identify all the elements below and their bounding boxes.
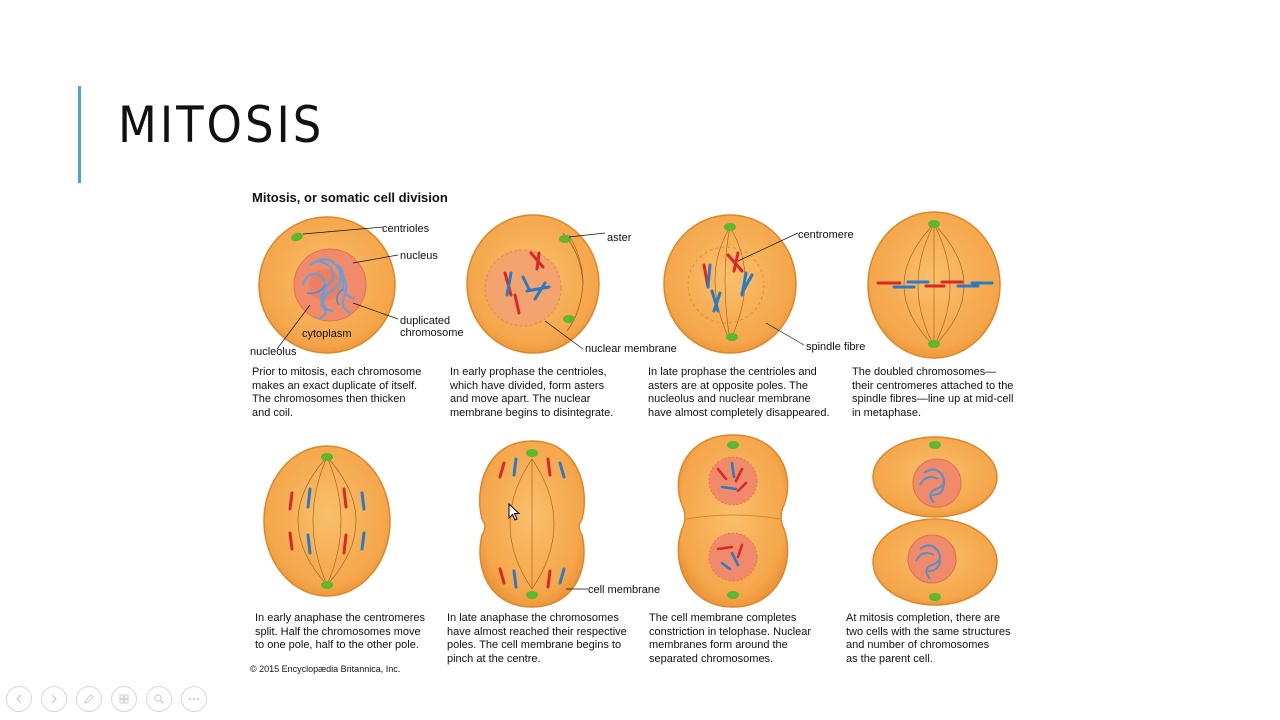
figure-heading: Mitosis, or somatic cell division: [252, 190, 448, 205]
stage-2-cell-diagram: [466, 214, 606, 354]
previous-slide-icon[interactable]: [6, 686, 32, 712]
centriole-icon: [724, 223, 736, 231]
slide-title: MITOSIS: [118, 96, 325, 154]
nucleus-shape: [708, 456, 758, 506]
slides-grid-icon[interactable]: [111, 686, 137, 712]
centriole-icon: [929, 441, 941, 449]
label-cell-membrane: cell membrane: [588, 584, 661, 596]
title-accent-bar: [78, 86, 81, 183]
label-centrioles: centrioles: [382, 223, 430, 235]
label-cytoplasm: cytoplasm: [302, 328, 352, 340]
centriole-icon: [321, 581, 333, 589]
stage-8-cell-diagram: [872, 436, 998, 606]
centriole-icon: [727, 441, 739, 449]
label-nuclear-membrane: nuclear membrane: [585, 343, 677, 355]
label-aster: aster: [607, 232, 632, 244]
centriole-icon: [928, 340, 940, 348]
label-chromosome: chromosome: [400, 327, 464, 339]
nucleus-shape: [907, 534, 957, 584]
nucleus-shape: [484, 249, 562, 327]
caption-stage-2: In early prophase the centrioles,which h…: [450, 366, 614, 419]
caption-stage-4: The doubled chromosomes—their centromere…: [852, 366, 1014, 419]
label-centromere: centromere: [798, 229, 854, 241]
stage-7-cell-diagram: [677, 434, 789, 608]
label-spindle-fibre: spindle fibre: [806, 341, 866, 353]
stage-1-cell-diagram: [258, 216, 399, 354]
stage-4-cell-diagram: [867, 211, 1001, 359]
centriole-icon: [526, 449, 538, 457]
label-nucleolus: nucleolus: [250, 346, 297, 358]
stage-3-cell-diagram: [663, 214, 805, 354]
stage-5-cell-diagram: [263, 445, 391, 597]
centriole-icon: [563, 315, 575, 323]
centriole-icon: [526, 591, 538, 599]
label-nucleus: nucleus: [400, 250, 438, 262]
pen-icon[interactable]: [76, 686, 102, 712]
more-options-icon[interactable]: [181, 686, 207, 712]
centriole-icon: [559, 235, 571, 243]
mitosis-figure: Mitosis, or somatic cell division centri…: [240, 185, 1040, 685]
centriole-icon: [291, 232, 303, 242]
centriole-icon: [929, 593, 941, 601]
centriole-icon: [727, 591, 739, 599]
next-slide-icon[interactable]: [41, 686, 67, 712]
label-duplicated: duplicated: [400, 315, 451, 327]
centriole-icon: [321, 453, 333, 461]
nucleus-shape: [912, 458, 962, 508]
presentation-toolbar: [6, 686, 207, 712]
zoom-icon[interactable]: [146, 686, 172, 712]
stage-6-cell-diagram: [478, 440, 588, 608]
mouse-cursor-icon: [508, 503, 520, 521]
figure-credit: © 2015 Encyclopædia Britannica, Inc.: [250, 664, 401, 674]
centriole-icon: [726, 333, 738, 341]
centriole-icon: [928, 220, 940, 228]
